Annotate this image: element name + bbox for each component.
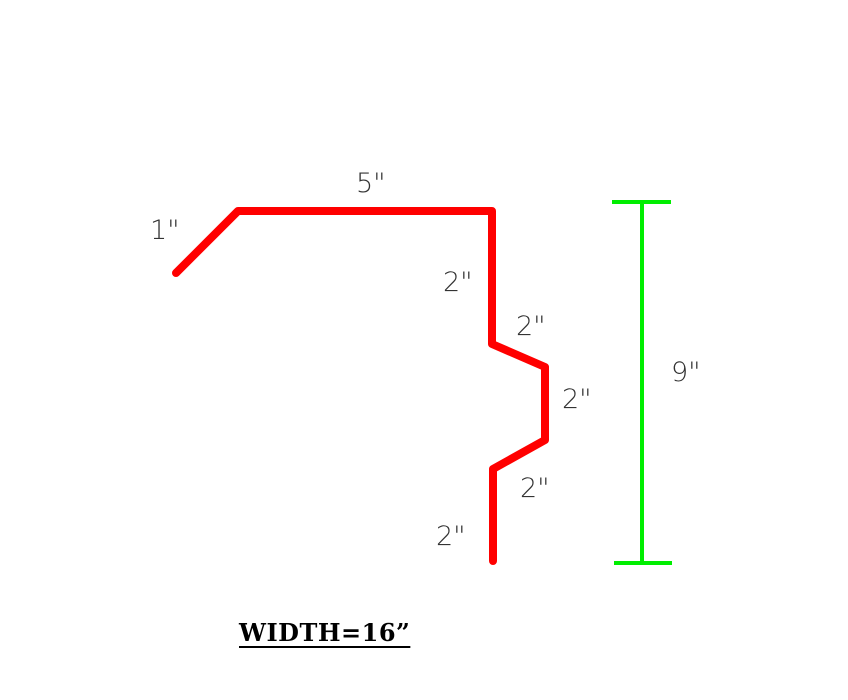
- segment-label-7: 2": [436, 521, 466, 552]
- total-width-label: WIDTH=16”: [239, 618, 411, 647]
- height-dimension-line: [612, 200, 672, 565]
- segment-label-6: 2": [520, 473, 550, 504]
- profile-bend-line: [172, 207, 549, 565]
- segment-label-3: 2": [443, 267, 473, 298]
- height-dimension-label: 9": [671, 357, 701, 388]
- segment-label-5: 2": [562, 384, 592, 415]
- segment-label-4: 2": [516, 311, 546, 342]
- segment-label-2: 5": [356, 168, 386, 199]
- segment-label-1: 1": [150, 215, 180, 246]
